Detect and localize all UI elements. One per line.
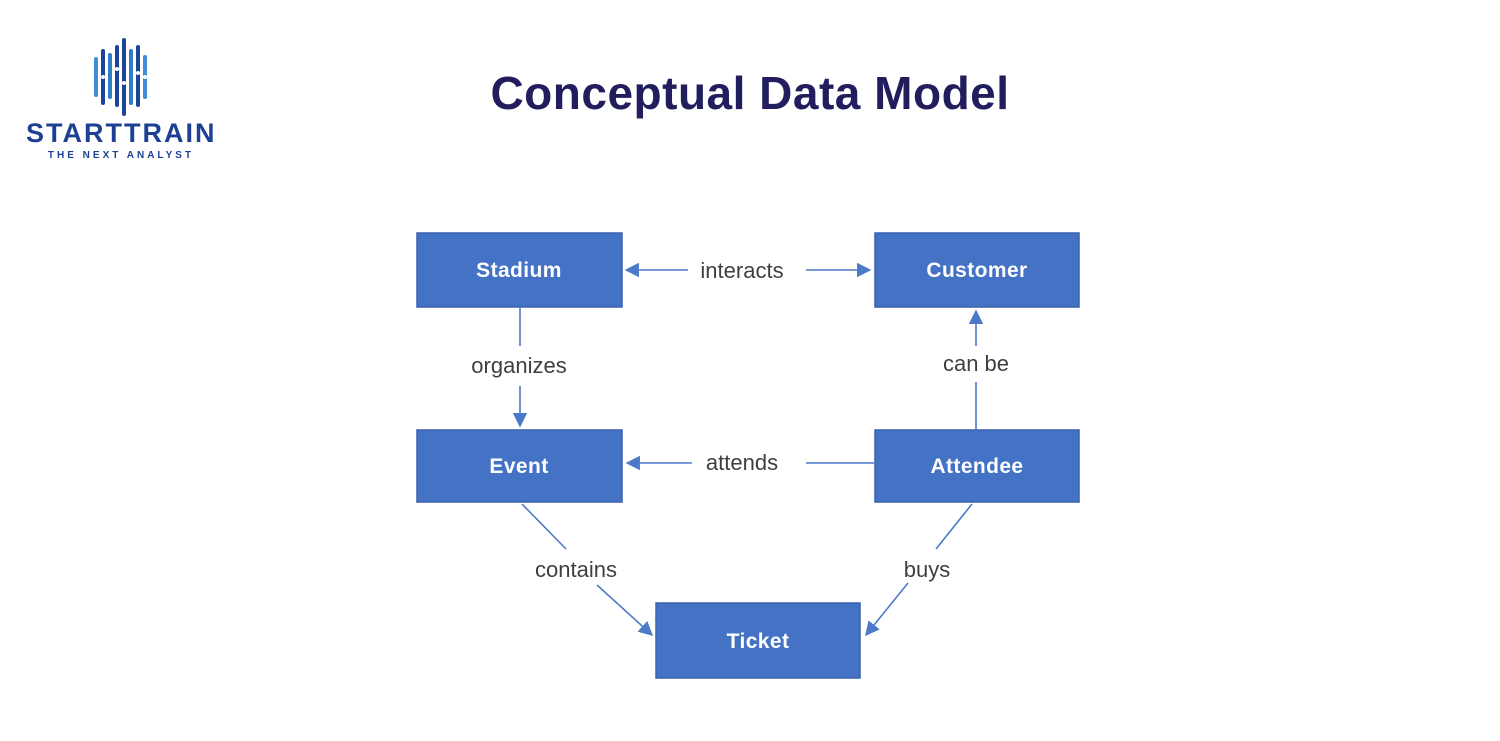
relationship-label: attends [706, 450, 778, 475]
entity-label: Attendee [930, 455, 1023, 478]
entity-ticket: Ticket [655, 602, 861, 679]
entity-label: Customer [926, 259, 1027, 282]
equalizer-logo-icon [94, 38, 147, 116]
line-buys-upper [935, 503, 973, 550]
line-contains-upper [521, 503, 567, 550]
arrow-contains-to-ticket [596, 584, 654, 636]
relationship-label: buys [904, 557, 950, 582]
entity-event: Event [416, 429, 623, 503]
entity-attendee: Attendee [874, 429, 1080, 503]
entity-box [655, 602, 861, 679]
relationship-label: interacts [700, 258, 783, 283]
entity-box [416, 429, 623, 503]
arrow-buys-to-ticket [865, 582, 909, 637]
relationship-label: can be [943, 351, 1009, 376]
brand-name: STARTTRAIN [26, 118, 217, 148]
brand-logo: STARTTRAIN THE NEXT ANALYST [26, 38, 216, 161]
relationship-can-be: can be [943, 309, 1009, 430]
entity-label: Stadium [476, 259, 562, 282]
relationship-contains: contains [521, 503, 654, 636]
entity-box [874, 232, 1080, 308]
entity-customer: Customer [874, 232, 1080, 308]
entity-box [416, 232, 623, 308]
entity-label: Event [489, 455, 548, 478]
page-title: Conceptual Data Model [490, 67, 1010, 119]
relationship-buys: buys [865, 503, 973, 637]
brand-tagline: THE NEXT ANALYST [47, 150, 195, 161]
relationship-attends: attends [625, 450, 874, 475]
entity-label: Ticket [727, 630, 790, 653]
relationship-organizes: organizes [471, 308, 567, 428]
entity-box [874, 429, 1080, 503]
relationship-label: contains [535, 557, 617, 582]
relationship-label: organizes [471, 353, 566, 378]
entity-stadium: Stadium [416, 232, 623, 308]
relationship-interacts: interacts [624, 258, 872, 283]
